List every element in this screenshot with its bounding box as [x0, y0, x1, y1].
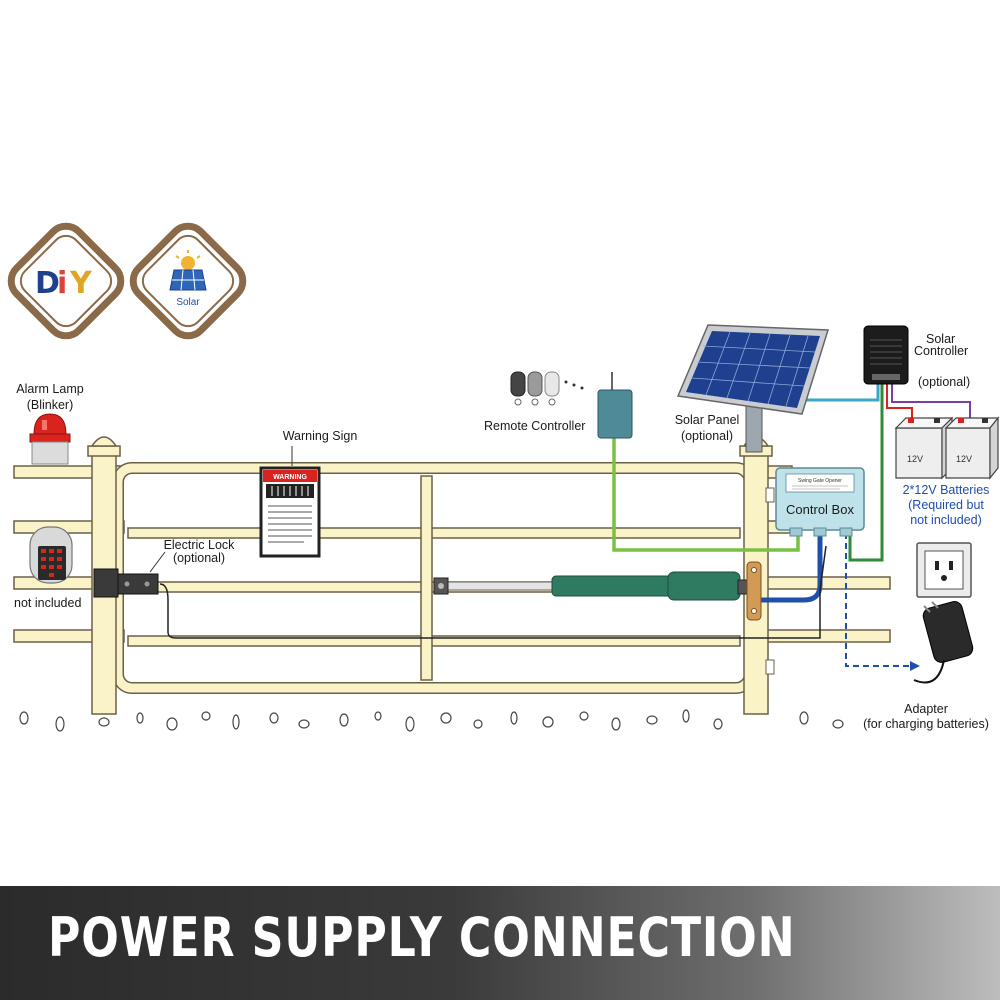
- keypad-note: not included: [14, 596, 81, 610]
- actuator-bracket: [746, 561, 762, 621]
- wall-outlet: [916, 542, 972, 598]
- batteries-label-2: (Required but: [908, 498, 984, 512]
- diy-letter-y: Y: [69, 266, 93, 301]
- solar-panel-label: Solar Panel: [675, 413, 740, 427]
- battery-left-label: 12V: [907, 454, 923, 464]
- remote-fobs: [510, 371, 584, 406]
- control-box: Swing Gate Opener: [775, 467, 865, 537]
- battery-right-label: 12V: [956, 454, 972, 464]
- warning-sign-label: Warning Sign: [283, 429, 358, 443]
- wire-controller-to-battery-purple: [891, 382, 971, 418]
- control-box-label: Control Box: [786, 502, 854, 517]
- remote-receiver: [597, 372, 633, 439]
- linear-actuator: [433, 571, 751, 601]
- warning-sign-plate-text: WARNING: [273, 474, 307, 481]
- electric-lock-sub-label: (optional): [173, 551, 225, 565]
- warning-sign: WARNING: [259, 466, 321, 558]
- solar-controller-sub-label: (optional): [918, 375, 970, 389]
- adapter-sub-label: (for charging batteries): [863, 717, 989, 731]
- alarm-lamp-label: Alarm Lamp: [16, 382, 83, 396]
- control-box-plate-text: Swing Gate Opener: [798, 478, 842, 484]
- wire-controller-to-battery-red: [886, 382, 913, 420]
- ground-pebbles: [19, 709, 844, 732]
- solar-panel: [676, 324, 830, 453]
- battery-right: 12V: [944, 416, 1000, 480]
- solar-badge: Solar: [129, 222, 247, 340]
- diy-letter-d: D: [35, 266, 60, 301]
- keypad: [29, 526, 73, 584]
- diy-badge: D i Y: [7, 222, 125, 340]
- battery-left: 12V: [894, 416, 954, 480]
- remote-controller-label: Remote Controller: [484, 419, 585, 433]
- wire-panel-to-controller: [800, 382, 880, 402]
- solar-panel-sub-label: (optional): [681, 429, 733, 443]
- batteries-label-1: 2*12V Batteries: [903, 483, 990, 497]
- electric-lock-label: Electric Lock: [164, 538, 236, 552]
- alarm-lamp: [29, 413, 71, 465]
- banner-title: POWER SUPPLY CONNECTION: [48, 906, 796, 969]
- alarm-lamp-sub-label: (Blinker): [27, 398, 74, 412]
- electric-lock: [93, 568, 159, 598]
- batteries-label-3: not included): [910, 513, 982, 527]
- wire-remote-to-box: [612, 436, 800, 552]
- title-banner: POWER SUPPLY CONNECTION: [0, 886, 1000, 1000]
- solar-controller-label-2: Controller: [914, 344, 968, 358]
- solar-panel-icon: [169, 269, 207, 291]
- solar-controller: [863, 325, 909, 385]
- adapter-label: Adapter: [904, 702, 948, 716]
- solar-badge-label: Solar: [176, 297, 200, 308]
- sun-icon: [175, 250, 201, 270]
- power-adapter: [913, 601, 974, 684]
- wire-lock: [159, 545, 827, 639]
- wire-adapter-dashed: [845, 533, 912, 667]
- solar-controller-label-1: Solar: [926, 332, 955, 346]
- wire-controller-to-box: [848, 382, 884, 562]
- diy-letter-i: i: [57, 266, 67, 301]
